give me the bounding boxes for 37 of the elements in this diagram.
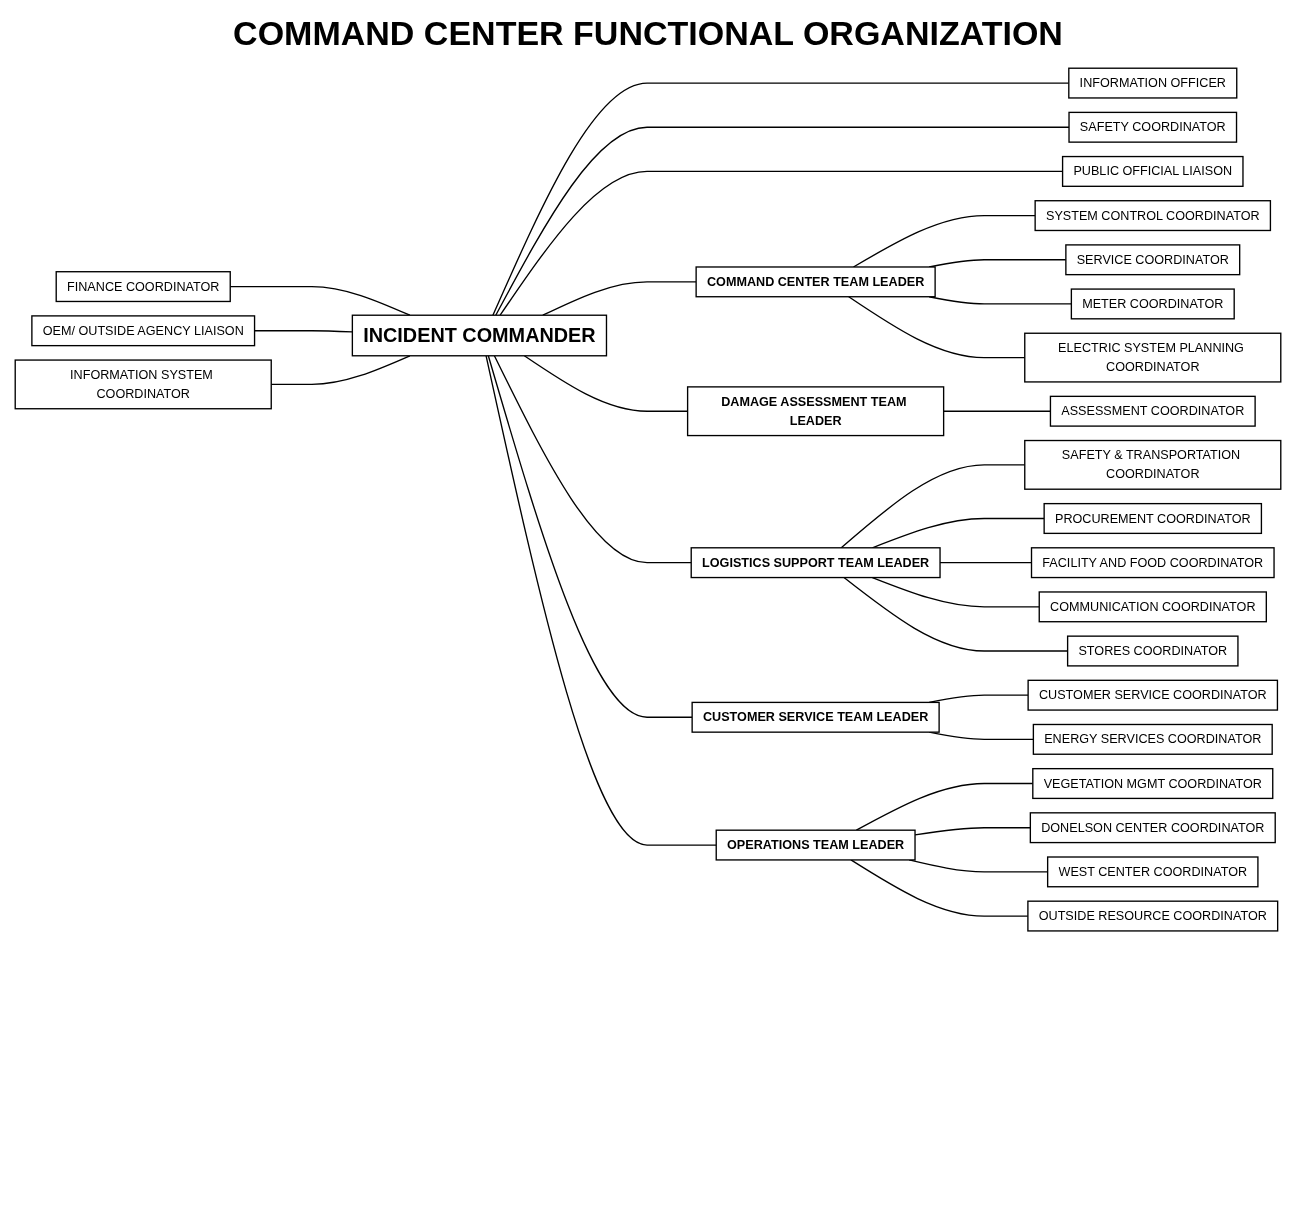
node-box: LOGISTICS SUPPORT TEAM LEADER [690, 547, 941, 579]
node-box: CUSTOMER SERVICE COORDINATOR [1027, 679, 1279, 711]
connector [852, 214, 1036, 268]
node-box: METER COORDINATOR [1070, 288, 1235, 320]
connector [495, 126, 1070, 316]
node-box: COMMAND CENTER TEAM LEADER [695, 266, 936, 298]
connector [871, 576, 1040, 608]
connector [485, 355, 717, 846]
connector [487, 355, 693, 718]
node-box: DAMAGE ASSESSMENT TEAM LEADER [686, 386, 945, 437]
node-box: FINANCE COORDINATOR [55, 271, 231, 303]
node-box: COMMUNICATION COORDINATOR [1038, 591, 1267, 623]
node-box: PUBLIC OFFICIAL LIAISON [1061, 155, 1244, 187]
node-box: DONELSON CENTER COORDINATOR [1029, 812, 1276, 844]
node-box: INFORMATION SYSTEM COORDINATOR [14, 359, 272, 410]
node-box: WEST CENTER COORDINATOR [1046, 856, 1259, 888]
node-box: FACILITY AND FOOD COORDINATOR [1030, 547, 1275, 579]
node-box: OEM/ OUTSIDE AGENCY LIAISON [31, 315, 256, 347]
node-box: ELECTRIC SYSTEM PLANNING COORDINATOR [1024, 332, 1282, 383]
node-box: OPERATIONS TEAM LEADER [715, 829, 916, 861]
node-box: SAFETY COORDINATOR [1068, 111, 1238, 143]
node-box: CUSTOMER SERVICE TEAM LEADER [691, 701, 940, 733]
node-box: INFORMATION OFFICER [1068, 67, 1238, 99]
connector [493, 355, 692, 564]
node-box: SYSTEM CONTROL COORDINATOR [1034, 200, 1272, 232]
diagram-title: COMMAND CENTER FUNCTIONAL ORGANIZATION [232, 14, 1064, 53]
node-box: SERVICE COORDINATOR [1065, 244, 1241, 276]
connector [492, 82, 1070, 316]
node-box: SAFETY & TRANSPORTATION COORDINATOR [1024, 439, 1282, 490]
node-box: OUTSIDE RESOURCE COORDINATOR [1027, 900, 1279, 932]
node-box: VEGETATION MGMT COORDINATOR [1032, 768, 1274, 800]
node-box: ASSESSMENT COORDINATOR [1049, 395, 1256, 427]
connector [542, 281, 697, 316]
node-box: ENERGY SERVICES COORDINATOR [1032, 723, 1273, 755]
node-box: PROCUREMENT COORDINATOR [1043, 502, 1263, 535]
node-box: INCIDENT COMMANDER [351, 314, 608, 357]
node-box: STORES COORDINATOR [1066, 635, 1239, 667]
